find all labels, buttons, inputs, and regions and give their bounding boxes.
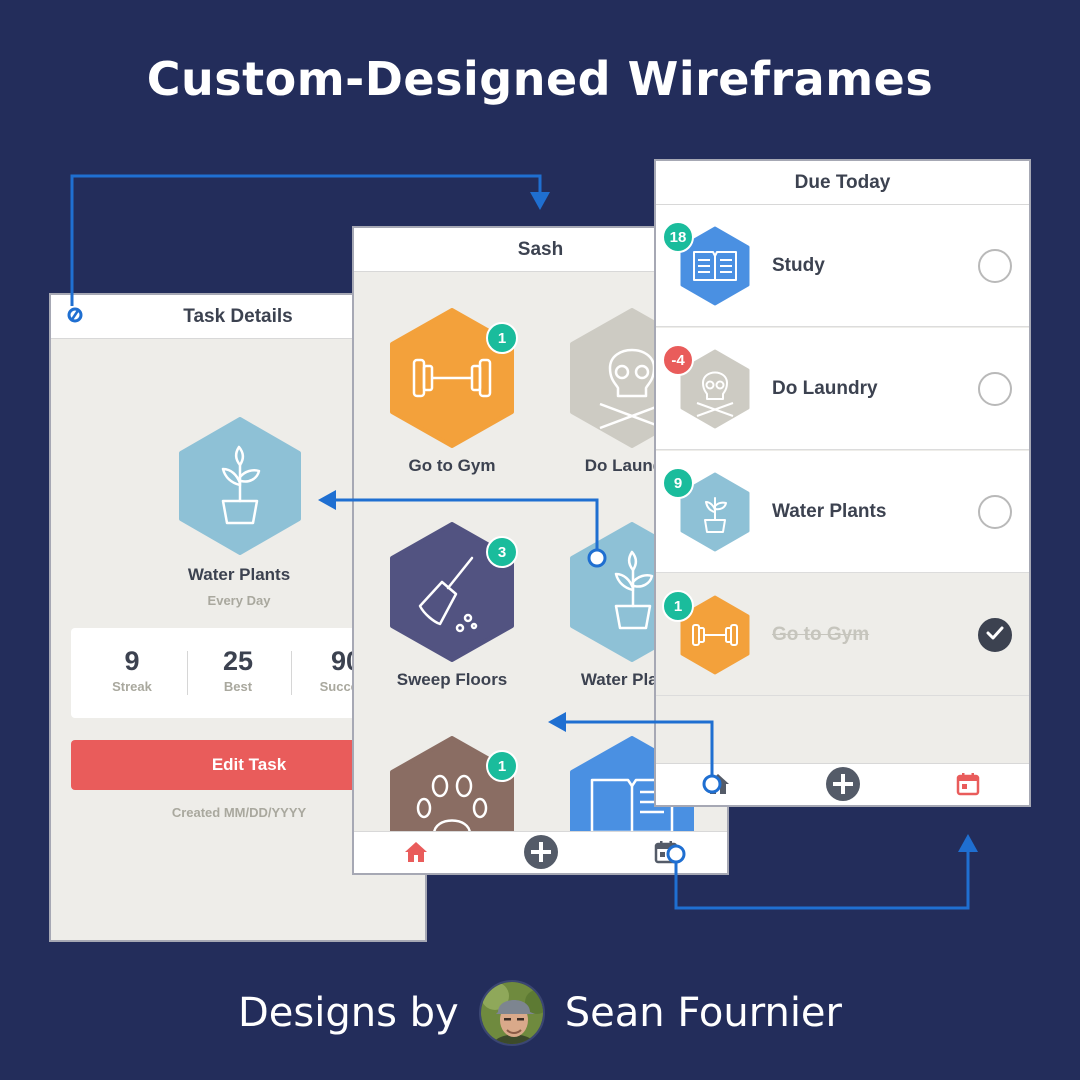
badge-pet: 1	[486, 750, 518, 782]
credit-author: Sean Fournier	[564, 990, 842, 1036]
plant-icon	[179, 417, 301, 555]
checkbox-study[interactable]	[978, 249, 1012, 283]
stat-divider	[291, 651, 292, 695]
list-item-water-plants[interactable]: 9 Water Plants	[656, 451, 1029, 573]
task-details-title: Task Details	[183, 305, 293, 327]
headline: Custom-Designed Wireframes	[146, 52, 934, 106]
stat-best-label: Best	[223, 679, 253, 694]
list-item-go-to-gym[interactable]: 1 Go to Gym	[656, 574, 1029, 696]
connector-due-to-grid	[566, 720, 714, 780]
stat-best: 25 Best	[185, 646, 291, 694]
footer-credit: Designs by Sean Fournier	[0, 978, 1080, 1048]
arrowhead	[530, 192, 550, 210]
tab-add[interactable]	[826, 766, 860, 802]
task-grid-title: Sash	[517, 238, 564, 260]
arrowhead	[958, 834, 978, 852]
calendar-icon	[956, 772, 980, 801]
task-name: Water Plants	[187, 565, 291, 584]
item-label-go-to-gym: Go to Gym	[772, 624, 870, 645]
due-today-header: Due Today	[656, 161, 1029, 205]
back-link-icon[interactable]	[65, 305, 87, 327]
checkbox-water-plants[interactable]	[978, 495, 1012, 529]
plus-icon	[825, 766, 861, 806]
item-label-do-laundry: Do Laundry	[772, 378, 878, 399]
connector-node	[702, 774, 722, 794]
badge-study: 18	[662, 221, 694, 253]
tab-add[interactable]	[524, 834, 558, 870]
tab-calendar[interactable]	[952, 770, 984, 802]
tile-label-go-to-gym: Go to Gym	[408, 456, 496, 475]
arrowhead	[548, 712, 566, 732]
due-today-screen: Due Today 18 Study	[654, 159, 1031, 807]
tile-label-sweep-floors: Sweep Floors	[396, 670, 508, 689]
item-label-water-plants: Water Plants	[772, 501, 887, 522]
credit-prefix: Designs by	[238, 990, 459, 1036]
plant-icon	[680, 472, 750, 557]
due-today-title: Due Today	[794, 171, 891, 193]
connector-details-to-grid	[70, 174, 542, 306]
avatar	[478, 980, 545, 1046]
stat-best-value: 25	[222, 646, 254, 676]
item-label-study: Study	[772, 255, 825, 276]
badge-go-to-gym: 1	[486, 322, 518, 354]
checkmark-icon	[985, 623, 1005, 648]
stat-streak-value: 9	[124, 646, 140, 676]
connector-node	[587, 548, 607, 568]
stat-streak: 9 Streak	[79, 646, 185, 694]
badge-sweep-floors: 3	[486, 536, 518, 568]
stat-divider	[187, 651, 188, 695]
connector-node	[666, 844, 686, 864]
grid-tab-bar	[354, 831, 727, 873]
list-item-do-laundry[interactable]: -4 Do Laundry	[656, 328, 1029, 450]
connector-grid-to-due	[674, 852, 970, 910]
checkbox-go-to-gym[interactable]	[978, 618, 1012, 652]
plus-icon	[523, 834, 559, 874]
stat-streak-label: Streak	[112, 679, 152, 694]
badge-do-laundry: -4	[662, 344, 694, 376]
home-icon	[403, 839, 429, 870]
badge-water-plants: 9	[662, 467, 694, 499]
created-date: Created MM/DD/YYYY	[171, 805, 307, 820]
list-item-study[interactable]: 18 Study	[656, 205, 1029, 327]
arrowhead	[318, 490, 336, 510]
checkbox-do-laundry[interactable]	[978, 372, 1012, 406]
task-frequency: Every Day	[207, 593, 271, 608]
tab-home[interactable]	[400, 838, 432, 870]
badge-go-to-gym: 1	[662, 590, 694, 622]
skull-icon	[680, 349, 750, 434]
connector-grid-to-details	[336, 498, 599, 554]
